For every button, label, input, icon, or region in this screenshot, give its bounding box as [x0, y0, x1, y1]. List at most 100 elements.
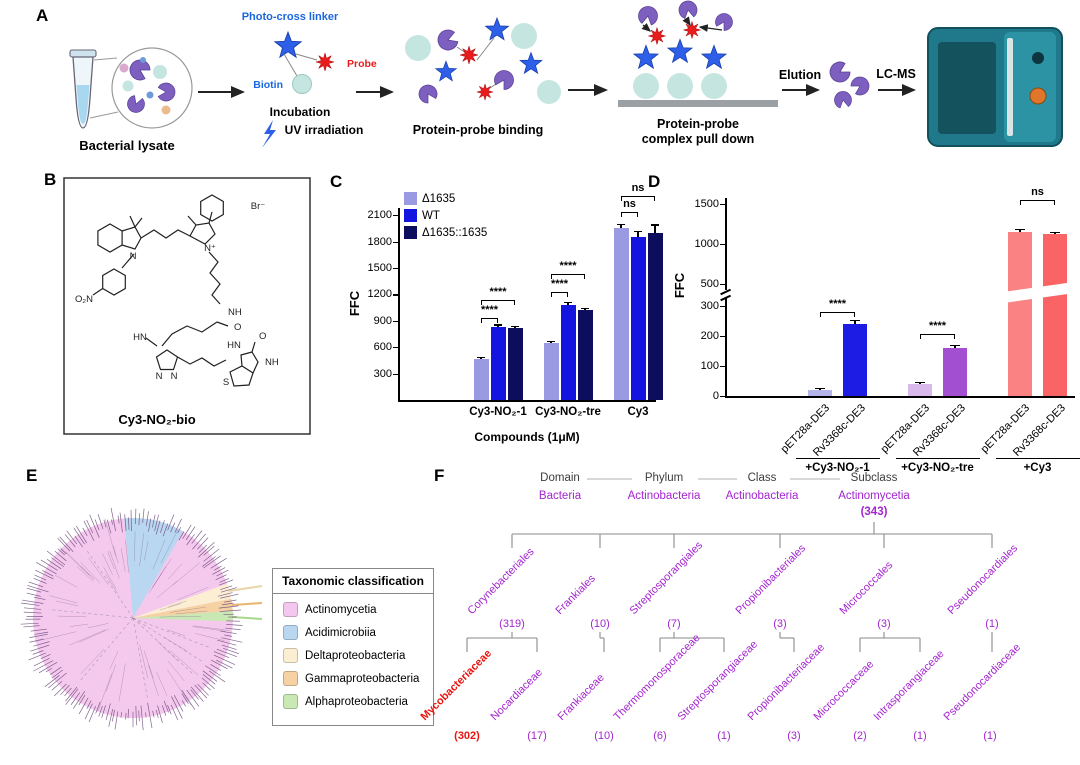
y-tick: [393, 268, 398, 270]
biotin-label: Biotin: [253, 79, 283, 91]
order-count: (319): [499, 618, 525, 630]
tree-branch: [147, 702, 153, 729]
tree-branch: [117, 515, 120, 524]
sig-label: ns: [631, 182, 645, 194]
x-category-label: Cy3-NO₂-tre: [535, 406, 601, 418]
tree-branch: [105, 574, 118, 594]
x-category-label: Cy3-NO₂-1: [469, 406, 527, 418]
sig-label: ****: [480, 304, 499, 316]
tree-branch: [218, 605, 239, 609]
tree-branch: [120, 548, 126, 572]
probe-label: Probe: [347, 58, 377, 70]
tree-branch: [28, 652, 46, 661]
tree-branch: [152, 558, 172, 588]
tree-branch: [203, 548, 220, 562]
tree-branch: [86, 519, 94, 534]
tree-branch: [175, 610, 208, 615]
binding-cluster: [405, 17, 561, 106]
protein-blob-icon: [161, 105, 171, 115]
legend-label: Deltaproteobacteria: [305, 649, 406, 662]
tree-branch: [45, 667, 53, 673]
error-bar-cap: [617, 223, 625, 225]
tree-branch: [42, 570, 54, 577]
atom-hn: HN: [133, 332, 147, 343]
legend-swatch: [404, 226, 417, 239]
tree-branch: [21, 599, 44, 604]
error-bar-cap: [634, 230, 642, 232]
mass-spectrometer-icon: [927, 27, 1063, 147]
tree-branch: [157, 705, 163, 723]
tree-branch: [221, 602, 234, 606]
tree-branch: [35, 569, 54, 580]
tree-branch: [226, 624, 243, 626]
y-axis: [398, 208, 400, 400]
y-tick: [720, 396, 725, 398]
tree-branch: [59, 546, 90, 576]
legend-swatch: [404, 192, 417, 205]
tree-branch: [202, 670, 218, 682]
tree-branch: [193, 625, 230, 631]
group-separator-line: [895, 458, 980, 460]
deltaproteobacteria-sector: [133, 583, 232, 618]
panel-d-label: D: [648, 172, 661, 191]
tree-branch: [217, 639, 237, 646]
tree-branch: [84, 703, 93, 720]
tree-branch: [75, 525, 87, 544]
tree-branch: [220, 593, 239, 599]
protein-pacman-icon: [848, 73, 873, 99]
gammaproteobacteria-sector: [133, 598, 233, 618]
y-tick: [720, 204, 725, 206]
legend-item: Acidimicrobiia: [283, 625, 423, 640]
tree-branch: [156, 671, 168, 696]
tree-branch: [103, 567, 117, 589]
tree-branch: [57, 615, 87, 618]
tree-branch: [30, 644, 50, 652]
bacterial-lysate-label: Bacterial lysate: [79, 138, 174, 153]
tree-branch: [28, 581, 44, 588]
tree-branch: [80, 565, 95, 580]
x-axis: [398, 400, 656, 402]
photo-cross-linker-label: Photo-cross linker: [242, 11, 339, 23]
group-label: +Cy3: [1023, 462, 1052, 474]
tree-branch: [202, 673, 216, 685]
tree-branch: [97, 673, 113, 712]
tree-branch: [51, 680, 63, 691]
tree-branch: [60, 548, 67, 555]
tree-branch: [217, 592, 233, 597]
tree-branch: [49, 595, 78, 604]
error-bar-stem: [620, 223, 622, 229]
tree-branch: [88, 557, 109, 586]
tree-branch: [202, 682, 211, 691]
tree-branch: [179, 615, 201, 618]
tree-branch: [125, 539, 129, 573]
tree-branch: [221, 644, 237, 650]
bar: [843, 324, 867, 396]
tree-branch: [111, 519, 113, 525]
legend-swatch: [283, 671, 298, 686]
legend-item: Gammaproteobacteria: [283, 671, 423, 686]
legend-label: Δ1635: [422, 192, 456, 205]
atom-o: O: [234, 322, 241, 333]
legend-label: WT: [422, 209, 440, 222]
y-tick-label: 600: [373, 341, 392, 354]
group-separator-line: [795, 458, 880, 460]
bar: [490, 326, 506, 400]
group-label: +Cy3-NO₂-1: [805, 462, 870, 474]
tree-branch: [64, 687, 72, 697]
cross-linker-star-icon: [274, 31, 302, 58]
tree-branch: [21, 602, 40, 606]
tree-branch: [192, 533, 207, 550]
tree-branch: [186, 534, 195, 546]
order-count: (7): [667, 618, 681, 630]
tree-branch: [97, 514, 104, 530]
tree-branch: [167, 563, 183, 580]
tree-branch: [210, 663, 222, 671]
tree-branch: [34, 631, 49, 635]
tree-branch: [69, 623, 89, 627]
sig-bracket: [920, 334, 955, 339]
tree-branch: [215, 574, 227, 581]
bar: [543, 342, 559, 400]
tree-branch: [65, 688, 79, 705]
